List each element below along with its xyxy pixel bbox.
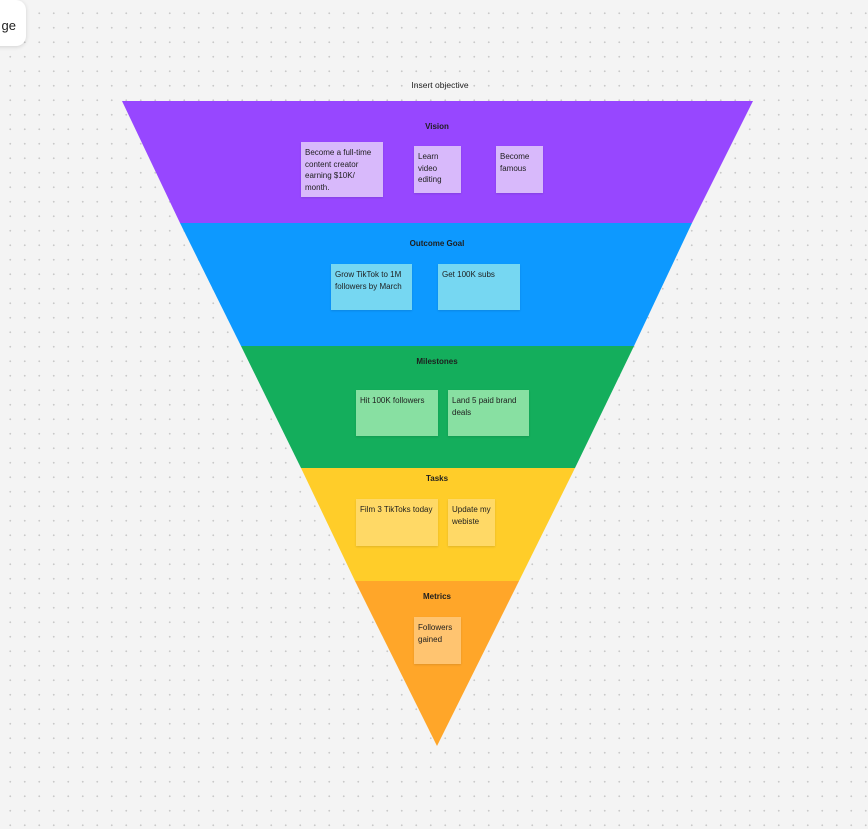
sticky-note[interactable]: Hit 100K followers — [356, 390, 438, 436]
band-label-tasks[interactable]: Tasks — [425, 474, 449, 483]
band-label-metrics[interactable]: Metrics — [422, 592, 451, 601]
sticky-note[interactable]: Learn video editing — [414, 146, 461, 193]
sticky-note[interactable]: Update my webiste — [448, 499, 495, 546]
sticky-note[interactable]: Followers gained — [414, 617, 461, 664]
band-label-milestones[interactable]: Milestones — [416, 357, 458, 366]
funnel-band-tasks[interactable] — [301, 468, 575, 581]
sticky-note[interactable]: Become famous — [496, 146, 543, 193]
toolbar-chip-label: ge — [1, 18, 16, 33]
band-label-outcome-goal[interactable]: Outcome Goal — [409, 239, 465, 248]
band-label-vision[interactable]: Vision — [425, 122, 449, 131]
sticky-note[interactable]: Film 3 TikToks today — [356, 499, 438, 546]
objective-title[interactable]: Insert objective — [411, 80, 469, 90]
sticky-note[interactable]: Grow TikTok to 1M followers by March — [331, 264, 412, 310]
sticky-note[interactable]: Become a full-time content creator earni… — [301, 142, 383, 197]
sticky-note[interactable]: Get 100K subs — [438, 264, 520, 310]
funnel-band-outcome-goal[interactable] — [180, 223, 692, 346]
sticky-note[interactable]: Land 5 paid brand deals — [448, 390, 529, 436]
toolbar-chip[interactable]: ge — [0, 0, 26, 46]
